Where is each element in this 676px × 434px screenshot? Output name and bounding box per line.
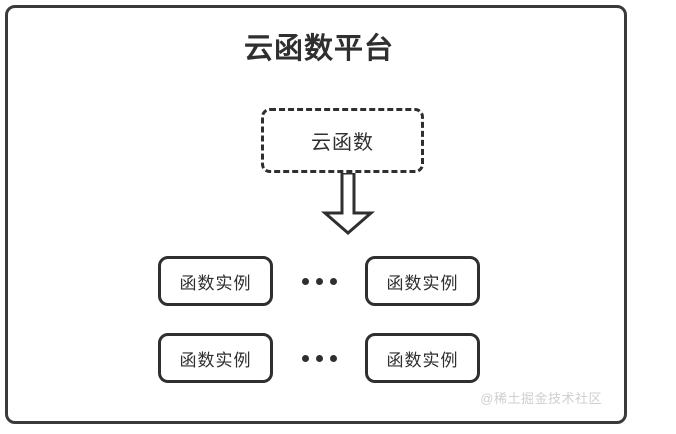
ellipsis-separator-icon (273, 277, 365, 285)
function-instance-label: 函数实例 (386, 273, 459, 293)
ellipsis-dot (329, 354, 337, 362)
ellipsis-dot (315, 277, 323, 285)
function-instance-box: 函数实例 (158, 333, 273, 383)
ellipsis-dot (329, 277, 337, 285)
ellipsis-dot (315, 354, 323, 362)
function-instance-box: 函数实例 (365, 333, 480, 383)
function-instance-label: 函数实例 (386, 350, 459, 370)
function-instance-box: 函数实例 (365, 256, 480, 306)
function-instance-label: 函数实例 (179, 350, 252, 370)
ellipsis-separator-icon (273, 354, 365, 362)
down-block-arrow-icon (320, 171, 376, 235)
instance-row: 函数实例 函数实例 (8, 333, 630, 383)
watermark-text: @稀土掘金技术社区 (480, 391, 602, 406)
function-instance-label: 函数实例 (179, 273, 252, 293)
cloud-function-node: 云函数 (261, 108, 424, 173)
page-title: 云函数平台 (243, 33, 394, 65)
cloud-function-platform-frame: 云函数平台 云函数 函数实例 函数实例 函数实例 (5, 5, 627, 424)
ellipsis-dot (301, 277, 309, 285)
instance-row: 函数实例 函数实例 (8, 256, 630, 306)
function-instance-box: 函数实例 (158, 256, 273, 306)
cloud-function-label: 云函数 (311, 132, 374, 154)
ellipsis-dot (301, 354, 309, 362)
